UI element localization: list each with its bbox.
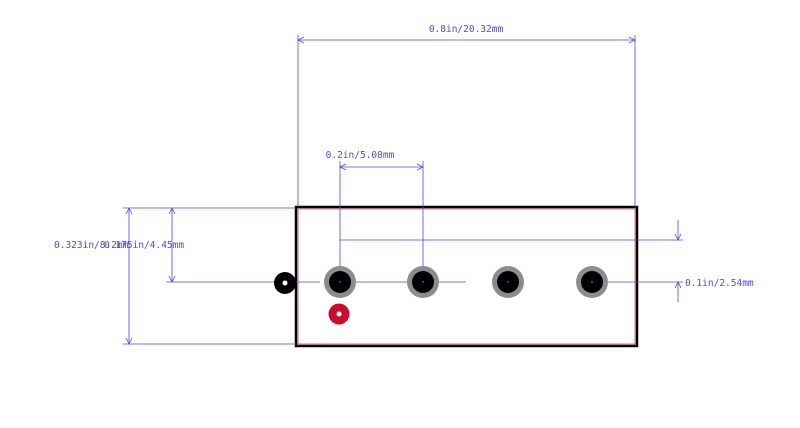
right-offset-dimension xyxy=(340,220,683,302)
right-offset-label: 0.1in/2.54mm xyxy=(685,278,754,289)
component-body-outline xyxy=(294,205,639,348)
body-height-dimension xyxy=(123,207,296,345)
pin-pad xyxy=(492,266,524,298)
pin-pad xyxy=(407,266,439,298)
overall-width-dimension xyxy=(297,35,636,207)
pin-pitch-label: 0.2in/5.08mm xyxy=(326,150,395,161)
pin-offset-label: 0.175in/4.45mm xyxy=(104,240,184,251)
pin-pad xyxy=(324,266,356,298)
pin-pitch-dimension xyxy=(339,161,424,282)
pin-pad xyxy=(576,266,608,298)
overall-width-label: 0.8in/20.32mm xyxy=(429,24,504,35)
component-body-inner-outline xyxy=(297,208,636,345)
pin1-marker-icon xyxy=(328,303,350,325)
mounting-hole-icon xyxy=(274,272,296,294)
body-height-label: 0.323in/8.2mm xyxy=(54,240,129,251)
